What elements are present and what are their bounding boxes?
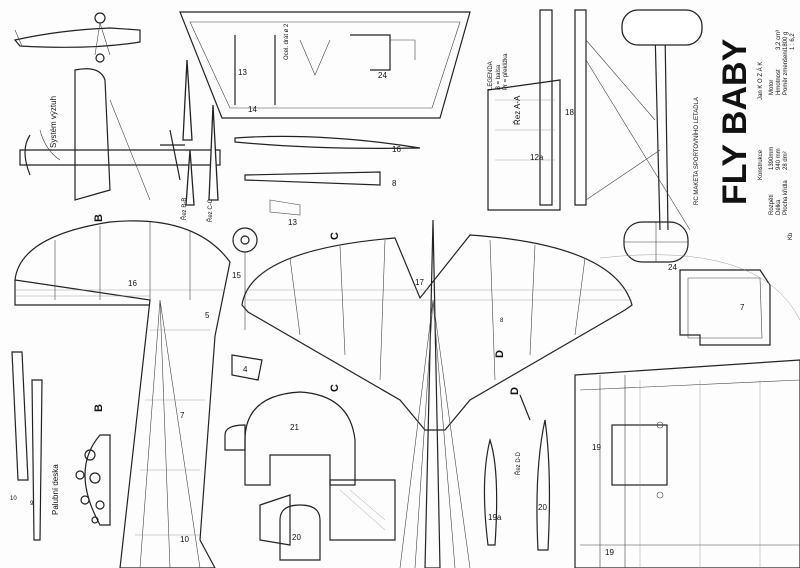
svg-text:12a: 12a	[530, 153, 544, 162]
svg-text:21: 21	[290, 423, 299, 432]
designer-name: Jan K O Z Á K	[757, 62, 764, 100]
former-4	[244, 391, 356, 486]
part-20	[536, 419, 551, 551]
section-dd-label: Řez D-D	[514, 451, 522, 475]
dashboard-drawing	[75, 434, 111, 526]
svg-text:7: 7	[740, 303, 745, 312]
strut-10	[11, 351, 29, 481]
svg-text:24: 24	[668, 263, 677, 272]
legend-plywood: Pr = překližka	[503, 53, 509, 90]
marker-c-top: C	[329, 232, 341, 240]
svg-text:10: 10	[10, 496, 17, 502]
svg-text:Ocel. drát ø 2: Ocel. drát ø 2	[284, 23, 290, 60]
center-section-frame: 14 13 24 Ocel. drát ø 2	[179, 11, 471, 119]
svg-text:9: 9	[30, 501, 34, 507]
svg-text:Délka: Délka	[776, 199, 782, 215]
section-cc-rib	[208, 104, 219, 201]
svg-text:4: 4	[243, 365, 248, 374]
bracing-label: Systém výztuh	[49, 96, 58, 148]
svg-text:18: 18	[565, 108, 574, 117]
legend-title: LEGENDA	[488, 61, 494, 90]
svg-text:940 mm: 940 mm	[776, 148, 782, 170]
top-view-small	[19, 68, 221, 201]
strip-16	[234, 135, 421, 149]
section-aa-label: Řez A-A	[513, 95, 522, 125]
svg-text:8: 8	[500, 318, 504, 324]
title-header: RC MAKETA SPORTOVNÍHO LETADLA	[693, 97, 700, 205]
svg-text:Poměr zmenšení: Poměr zmenšení	[783, 49, 789, 95]
svg-text:13: 13	[288, 218, 297, 227]
initials: Kb	[788, 232, 794, 240]
title-block: RC MAKETA SPORTOVNÍHO LETADLA FLY BABY K…	[693, 30, 796, 240]
svg-text:19a: 19a	[488, 513, 502, 522]
svg-text:19: 19	[592, 443, 601, 452]
svg-text:5: 5	[205, 311, 210, 320]
side-view-small	[13, 12, 141, 63]
svg-text:3,2 cm³: 3,2 cm³	[776, 30, 782, 50]
wing-right-planform: 17 8	[241, 219, 633, 568]
marker-d-top: D	[494, 350, 506, 358]
section-bb-rib	[182, 59, 193, 141]
legend-balsa: B = balsa	[496, 64, 502, 90]
svg-text:20: 20	[538, 503, 547, 512]
svg-text:15: 15	[232, 271, 241, 280]
strut-9	[31, 379, 43, 541]
svg-text:Motor: Motor	[769, 80, 775, 95]
section-bb-label: Řez B-B	[180, 198, 188, 220]
fuselage-side: 19 19	[574, 359, 800, 568]
svg-text:Hmotnost: Hmotnost	[776, 69, 782, 95]
svg-text:19: 19	[605, 548, 614, 557]
svg-text:8: 8	[392, 179, 397, 188]
svg-text:Plocha křídla: Plocha křídla	[783, 180, 789, 215]
design-label: Konstrukce	[758, 149, 764, 180]
wing-left-planform: 16 7 10 5	[14, 220, 231, 568]
marker-d-bottom: D	[509, 387, 521, 395]
svg-text:1390mm: 1390mm	[769, 147, 775, 170]
dashboard-label: Palubní deska	[51, 464, 60, 515]
section-cc-label: Řez C-C	[206, 198, 214, 222]
svg-text:10: 10	[180, 535, 189, 544]
svg-text:20: 20	[292, 533, 301, 542]
marker-b-top: B	[93, 214, 105, 222]
svg-text:1800 g: 1800 g	[783, 32, 789, 50]
svg-text:1 : 6,2: 1 : 6,2	[790, 33, 796, 50]
marker-b-bottom: B	[93, 404, 105, 412]
svg-text:24: 24	[378, 71, 387, 80]
svg-text:17: 17	[415, 278, 424, 287]
front-view: Řez A-A 12a 18 24	[487, 9, 703, 272]
svg-text:16: 16	[128, 279, 137, 288]
svg-text:7: 7	[180, 411, 185, 420]
strip-8	[244, 171, 381, 186]
svg-text:16: 16	[392, 145, 401, 154]
plan-title: FLY BABY	[716, 38, 754, 205]
svg-text:Rozpětí: Rozpětí	[769, 194, 775, 215]
part-21	[483, 437, 498, 546]
svg-text:28 dm²: 28 dm²	[783, 151, 789, 170]
marker-c-bottom: C	[329, 384, 341, 392]
svg-text:13: 13	[238, 68, 247, 77]
svg-text:14: 14	[248, 105, 257, 114]
former-5	[679, 269, 771, 346]
wheel-side	[232, 227, 258, 253]
